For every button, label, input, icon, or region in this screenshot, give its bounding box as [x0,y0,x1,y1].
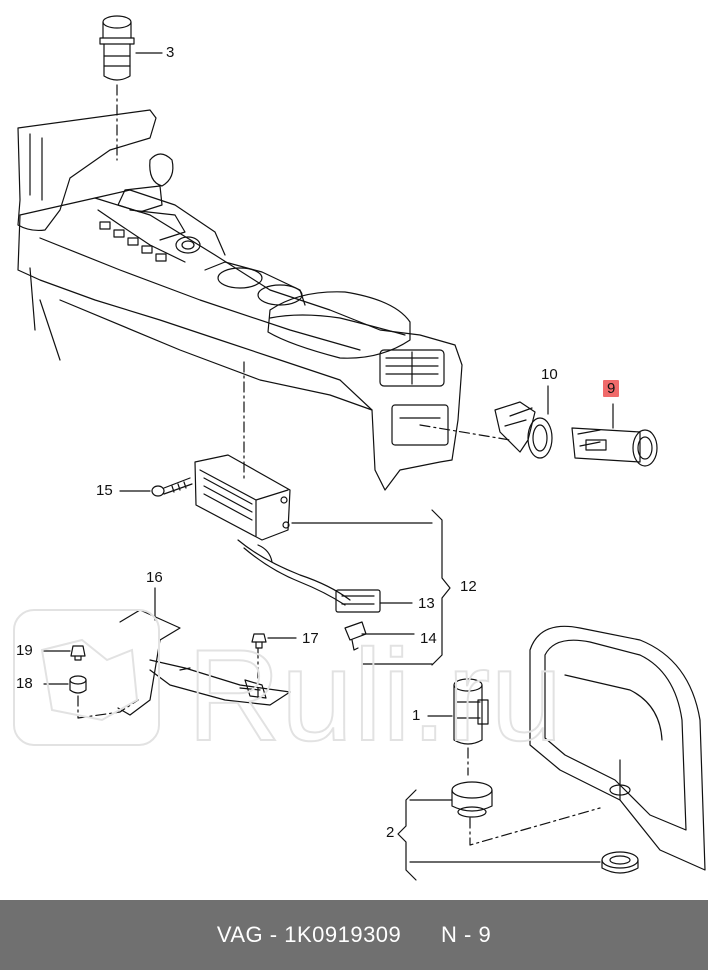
part-3-drawing [99,15,135,81]
footer-part-number: 1K0919309 [284,922,402,947]
diagram-drawing [17,15,706,881]
callout-9-highlighted: 9 [603,380,620,397]
part-9-drawing [571,427,658,467]
part-18-drawing [69,675,87,694]
part-2-drawing [451,781,639,874]
callout-2: 2 [386,824,395,841]
part-10-drawing [494,401,553,459]
callout-3: 3 [166,44,175,61]
callout-14: 14 [420,630,437,647]
callout-15: 15 [96,482,113,499]
footer-ref-prefix: N [440,922,458,947]
callout-16: 16 [146,569,163,586]
center-console-drawing [17,109,463,491]
part-14-drawing [344,621,367,651]
callout-13: 13 [418,595,435,612]
callout-1: 1 [412,707,421,724]
footer-separator: - [269,922,278,947]
footer-ref-number: 9 [478,922,492,947]
part-1-drawing [453,678,489,745]
part-19-drawing [70,645,86,661]
part-17-drawing [251,633,267,649]
callout-18: 18 [16,675,33,692]
part-15-drawing [151,477,193,497]
callout-17: 17 [302,630,319,647]
callout-10: 10 [541,366,558,383]
trim-panel-drawing [529,625,706,871]
part-12-drawing [194,454,381,613]
parts-diagram: Ruli.ru 3 10 9 15 16 12 13 17 14 19 18 1… [13,15,706,881]
footer-ref-separator: - [463,922,472,947]
part-number-footer: VAG - 1K0919309 N - 9 [0,900,708,970]
callout-12: 12 [460,578,477,595]
callout-19: 19 [16,642,33,659]
footer-brand: VAG [216,922,264,947]
part-16-drawing [117,609,291,716]
